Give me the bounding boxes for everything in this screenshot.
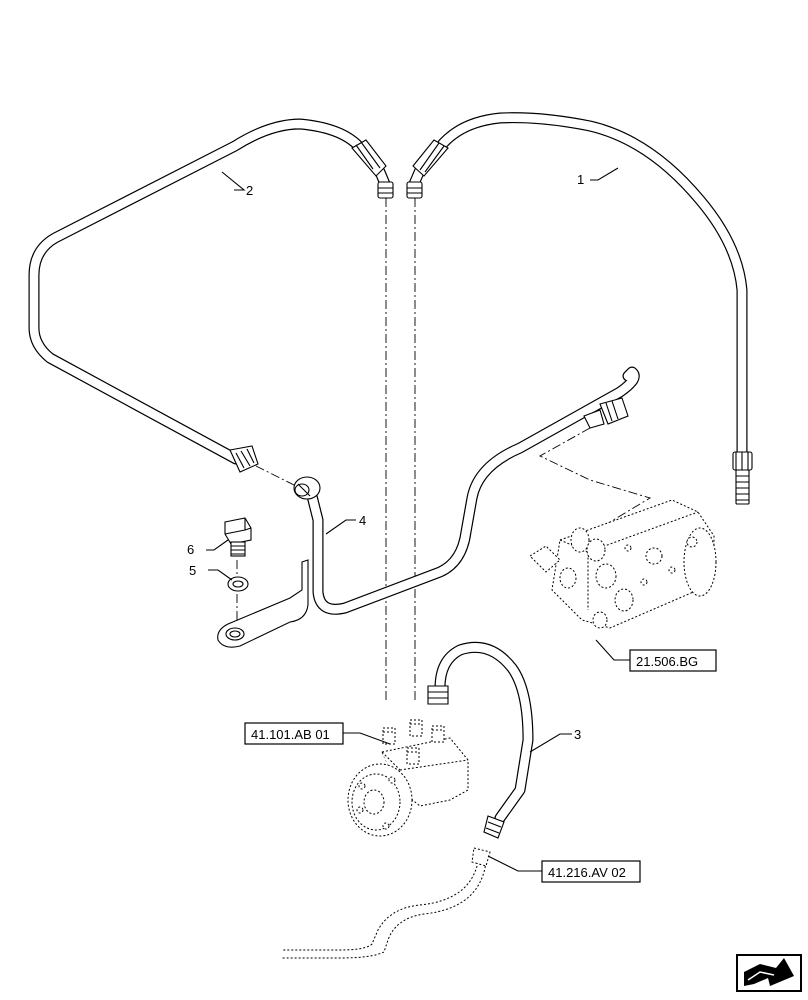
ref-cylinder-line[interactable]: 41.216.AV 02 — [541, 860, 641, 883]
pipe-1-lower-fitting — [732, 451, 753, 505]
pipe-1[interactable] — [408, 112, 748, 458]
callout-leaders — [206, 167, 630, 872]
washer-5[interactable] — [227, 576, 249, 592]
pipe-4-right-fitting — [583, 397, 629, 429]
ref-steering-unit[interactable]: 41.101.AB 01 — [244, 722, 344, 745]
callout-3: 3 — [574, 727, 581, 742]
pipe-2-upper-fitting — [351, 139, 394, 199]
assembly-leader-lines — [236, 198, 652, 700]
bolt-6[interactable] — [224, 517, 252, 557]
steering-unit — [347, 719, 469, 837]
callout-6: 6 — [187, 542, 194, 557]
control-valve — [529, 499, 717, 629]
callout-2: 2 — [246, 183, 253, 198]
next-page-arrow-icon[interactable] — [736, 954, 802, 992]
pipe-1-upper-fitting — [406, 139, 449, 199]
ref-control-valve[interactable]: 21.506.BG — [629, 649, 717, 672]
pipe-2[interactable] — [28, 118, 391, 465]
cylinder-line-reference — [282, 847, 491, 959]
ref-control-valve-label: 21.506.BG — [636, 654, 698, 669]
callout-1: 1 — [577, 172, 584, 187]
ref-cylinder-line-label: 41.216.AV 02 — [548, 865, 626, 880]
callout-4: 4 — [359, 513, 366, 528]
mounting-bracket — [217, 559, 309, 648]
callout-5: 5 — [189, 563, 196, 578]
pipe-4-upper-fitting — [293, 476, 321, 500]
pipe-4[interactable] — [306, 366, 640, 615]
pipe-3[interactable] — [427, 641, 534, 839]
pipe-2-lower-fitting — [229, 445, 259, 473]
ref-steering-unit-label: 41.101.AB 01 — [251, 727, 330, 742]
